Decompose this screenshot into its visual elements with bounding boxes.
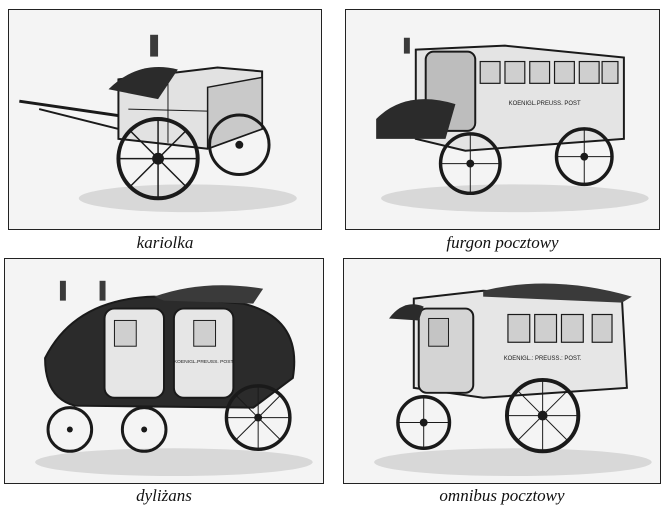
caption-kariolka: kariolka (136, 233, 194, 252)
illustration-omnibus-pocztowy: KOENIGL.: PREUSS.: POST. (343, 258, 661, 484)
caption-dylizans: dyliżans (136, 486, 192, 505)
omnibus-drawing: KOENIGL.: PREUSS.: POST. (344, 259, 660, 483)
caption-furgon-pocztowy: furgon pocztowy (446, 233, 559, 252)
dylizans-drawing: KOENIGL.PREUSS. POST (5, 259, 323, 483)
kariolka-drawing (9, 10, 321, 229)
illustration-furgon-pocztowy: KOENIGL.PREUSS. POST (345, 9, 660, 230)
illustration-kariolka (8, 9, 322, 230)
kariolka-wheel (116, 117, 200, 201)
omnibus-wheels (396, 377, 581, 454)
dylizans-vehicle-label: KOENIGL.PREUSS. POST (174, 359, 234, 365)
illustration-dylizans: KOENIGL.PREUSS. POST (4, 258, 324, 484)
omnibus-vehicle-label: KOENIGL.: PREUSS.: POST. (504, 356, 582, 362)
dylizans-wheels (46, 384, 292, 453)
caption-omnibus-pocztowy: omnibus pocztowy (439, 486, 565, 505)
furgon-vehicle-label: KOENIGL.PREUSS. POST (509, 101, 581, 107)
furgon-drawing: KOENIGL.PREUSS. POST (346, 10, 659, 229)
furgon-wheels (438, 127, 614, 196)
